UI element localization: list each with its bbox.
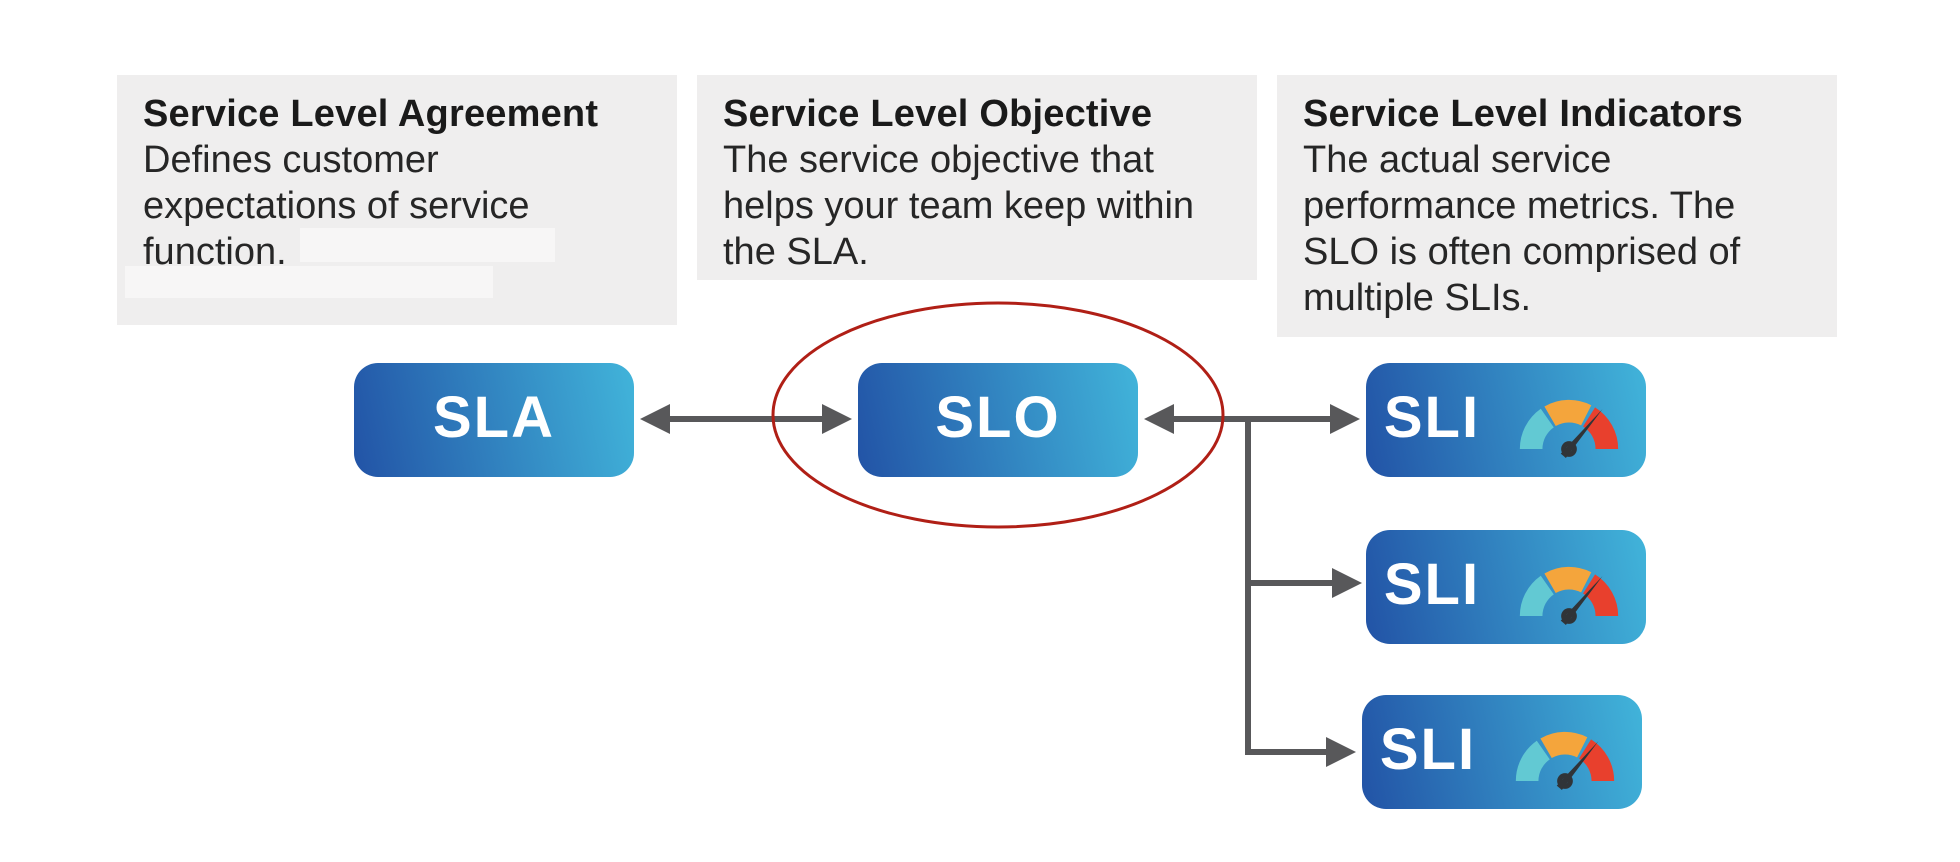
desc-line: performance metrics. The [1303,185,1736,227]
branch-vertical-line [1245,419,1251,755]
arrow-sla-slo [640,404,852,434]
node-sli-1: SLI [1366,363,1646,477]
node-label-sla: SLA [433,385,555,450]
desc-line: The service objective that [723,139,1154,181]
gauge-meter-icon [1515,731,1615,790]
redacted-block [125,266,493,298]
gauge-meter-icon [1519,566,1619,625]
desc-box-sli: Service Level Indicators The actual serv… [1277,75,1837,337]
node-label-sli: SLI [1383,552,1481,617]
node-label-sli: SLI [1379,717,1477,782]
node-sla: SLA [354,363,634,477]
desc-line: expectations of service [143,185,530,227]
node-label-sli: SLI [1383,385,1481,450]
desc-line: helps your team keep within [723,185,1195,227]
node-slo: SLO [858,363,1138,477]
desc-line: SLO is often comprised of [1303,231,1741,273]
redacted-block [300,228,555,262]
desc-box-sla: Service Level Agreement Defines customer… [117,75,677,325]
desc-line: the SLA. [723,231,869,273]
branch-arrow-sli3 [1245,737,1356,767]
node-label-slo: SLO [935,385,1061,450]
desc-title-sli: Service Level Indicators [1303,93,1743,135]
desc-title-sla: Service Level Agreement [143,93,599,135]
node-sli-3: SLI [1362,695,1642,809]
desc-line: multiple SLIs. [1303,277,1532,319]
desc-line: Defines customer [143,139,439,181]
gauge-meter-icon [1519,399,1619,458]
branch-arrow-sli2 [1245,568,1362,598]
arrow-slo-sli1 [1144,404,1360,434]
desc-title-slo: Service Level Objective [723,93,1153,135]
desc-line: The actual service [1303,139,1612,181]
node-sli-2: SLI [1366,530,1646,644]
desc-box-slo: Service Level Objective The service obje… [697,75,1257,280]
